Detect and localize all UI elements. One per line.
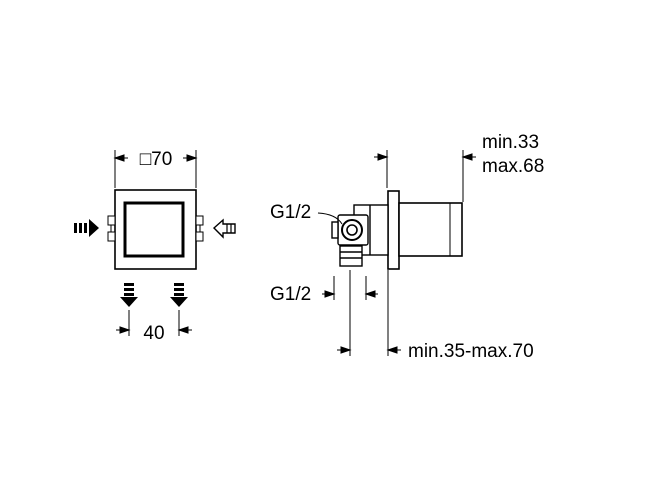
projection-label-max: max.68 bbox=[482, 156, 544, 177]
outlet-thread-dimension bbox=[322, 276, 378, 300]
right-inlet-arrow-icon bbox=[212, 218, 236, 239]
projection-label-min: min.33 bbox=[482, 132, 539, 153]
left-inlet-arrow-icon bbox=[74, 219, 99, 237]
outlet-spacing-label: 40 bbox=[143, 323, 164, 344]
front-view: □70 bbox=[74, 149, 236, 344]
side-wall-plate bbox=[387, 190, 400, 270]
inlet-leader-line bbox=[317, 212, 343, 225]
depth-label: min.35-max.70 bbox=[408, 341, 534, 362]
outlet-spacing-dimension bbox=[116, 310, 192, 336]
side-button-body bbox=[398, 202, 463, 257]
valve-body bbox=[331, 204, 389, 267]
outlet-arrow-right-icon bbox=[170, 283, 188, 307]
front-flush-button bbox=[123, 201, 185, 258]
side-view: min.33 max.68 G1/2 G1/2 bbox=[270, 132, 544, 362]
outlet-thread-label: G1/2 bbox=[270, 284, 311, 305]
projection-dimension bbox=[374, 150, 476, 202]
front-width-label: □70 bbox=[140, 149, 173, 170]
front-width-dimension bbox=[113, 150, 198, 188]
inlet-thread-label: G1/2 bbox=[270, 202, 311, 223]
depth-dimension bbox=[337, 270, 401, 356]
front-side-connectors bbox=[107, 215, 204, 242]
outlet-arrow-left-icon bbox=[120, 283, 138, 307]
